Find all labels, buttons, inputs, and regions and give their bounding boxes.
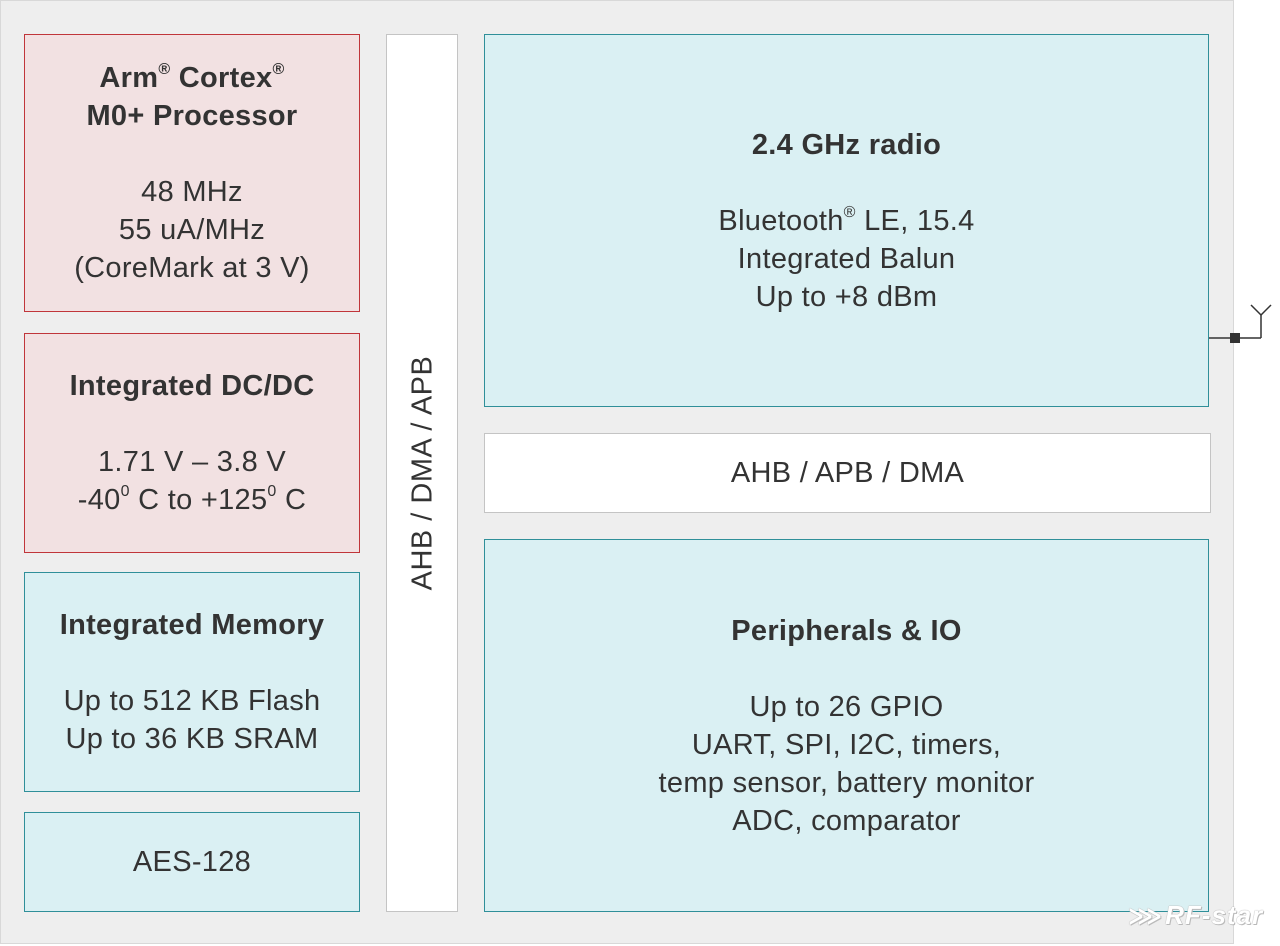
vertical-bus-block: AHB / DMA / APB — [386, 34, 458, 912]
antenna-icon — [1209, 304, 1272, 343]
radio-protocols: Bluetooth® LE, 15.4 — [718, 202, 974, 240]
peripherals-gpio: Up to 26 GPIO — [749, 690, 944, 723]
dcdc-voltage-range: 1.71 V – 3.8 V — [98, 446, 286, 478]
memory-sram: Up to 36 KB SRAM — [65, 723, 319, 755]
degree-mark: 0 — [120, 483, 130, 501]
peripherals-analog: ADC, comparator — [732, 804, 961, 837]
radio-block: 2.4 GHz radio Bluetooth® LE, 15.4 Integr… — [484, 34, 1209, 407]
cpu-title-cortex: Cortex — [178, 62, 273, 94]
temp-unit: C — [276, 484, 307, 516]
aes-block: AES-128 — [24, 812, 360, 912]
rf-star-watermark: ⋙RF-star — [1128, 900, 1263, 931]
watermark-text: RF-star — [1165, 900, 1264, 930]
temp-mid: C to +125 — [129, 484, 268, 516]
radio-output-power: Up to +8 dBm — [755, 280, 938, 313]
rf-star-logo-icon: ⋙ — [1128, 903, 1164, 930]
radio-protocol-rest: LE, 15.4 — [855, 204, 975, 237]
radio-balun: Integrated Balun — [737, 242, 956, 275]
cpu-power: 55 uA/MHz — [118, 214, 266, 246]
cpu-title-arm: Arm — [99, 62, 159, 94]
dcdc-title: Integrated DC/DC — [69, 370, 315, 402]
memory-flash: Up to 512 KB Flash — [63, 685, 321, 717]
radio-title: 2.4 GHz radio — [751, 128, 942, 161]
cpu-title: Arm® Cortex® — [99, 59, 284, 97]
peripherals-block: Peripherals & IO Up to 26 GPIO UART, SPI… — [484, 539, 1209, 912]
peripherals-interfaces: UART, SPI, I2C, timers, — [691, 728, 1002, 761]
peripherals-sensors: temp sensor, battery monitor — [658, 766, 1035, 799]
cpu-block: Arm® Cortex® M0+ Processor 48 MHz 55 uA/… — [24, 34, 360, 312]
registered-mark: ® — [272, 61, 285, 79]
cpu-frequency: 48 MHz — [141, 176, 243, 208]
degree-mark: 0 — [267, 483, 277, 501]
radio-bluetooth: Bluetooth — [718, 204, 844, 237]
horizontal-bus-label: AHB / APB / DMA — [730, 457, 965, 489]
registered-mark: ® — [158, 61, 171, 79]
memory-block: Integrated Memory Up to 512 KB Flash Up … — [24, 572, 360, 792]
vertical-bus-label: AHB / DMA / APB — [406, 355, 438, 591]
temp-min: -40 — [77, 484, 121, 516]
dcdc-temperature-range: -400 C to +1250 C — [78, 481, 306, 519]
aes-label: AES-128 — [132, 846, 252, 878]
memory-title: Integrated Memory — [59, 609, 325, 641]
cpu-coremark-note: (CoreMark at 3 V) — [74, 252, 310, 284]
registered-mark: ® — [843, 203, 856, 221]
peripherals-title: Peripherals & IO — [731, 614, 962, 647]
dcdc-block: Integrated DC/DC 1.71 V – 3.8 V -400 C t… — [24, 333, 360, 553]
cpu-title-line2: M0+ Processor — [86, 100, 298, 132]
horizontal-bus-block: AHB / APB / DMA — [484, 433, 1211, 513]
